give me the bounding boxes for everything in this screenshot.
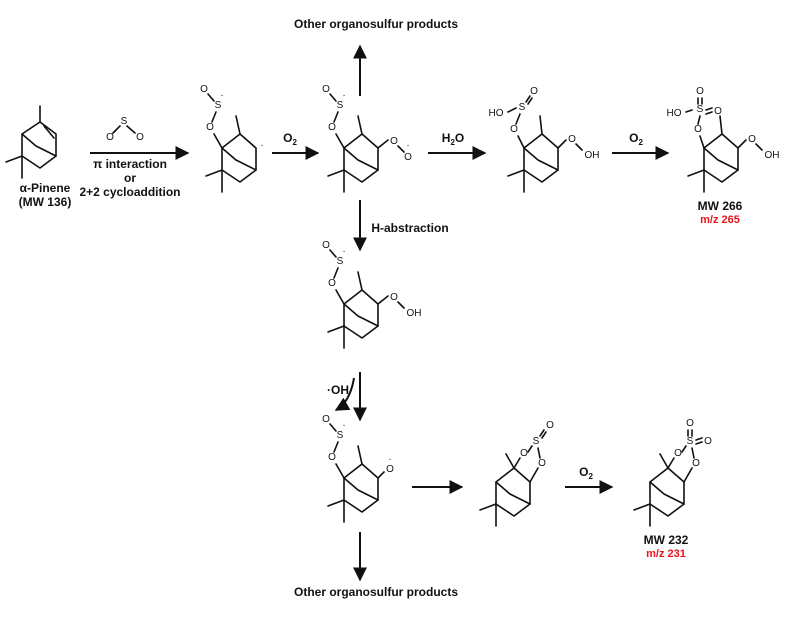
svg-text:O: O	[530, 86, 538, 97]
mw232-label: MW 232	[644, 533, 689, 547]
svg-text:·: ·	[342, 420, 345, 431]
svg-text:O: O	[206, 122, 214, 133]
svg-text:O: O	[322, 414, 330, 425]
svg-text:O: O	[696, 86, 704, 97]
svg-text:O: O	[546, 420, 554, 431]
svg-text:O: O	[748, 134, 756, 145]
product-mw232-structure: O S O O O	[633, 418, 712, 527]
svg-text:O: O	[328, 122, 336, 133]
product-mw266-structure: O S O O HO O OH	[667, 86, 780, 193]
svg-text:O: O	[390, 292, 398, 303]
svg-text:O: O	[322, 84, 330, 95]
svg-text:O: O	[328, 278, 336, 289]
svg-text:·: ·	[406, 140, 409, 151]
svg-text:HO: HO	[667, 108, 682, 119]
svg-text:O: O	[322, 240, 330, 251]
step1-label-3: 2+2 cycloaddition	[79, 185, 180, 199]
intermediate-1-structure: O S · O ·	[200, 84, 264, 193]
svg-text:O: O	[674, 448, 682, 459]
svg-text:·: ·	[388, 454, 391, 465]
svg-text:O: O	[520, 448, 528, 459]
o2-label-2: O2	[629, 131, 643, 147]
mw266-label: MW 266	[698, 199, 743, 213]
svg-text:S: S	[121, 116, 128, 127]
svg-text:S: S	[337, 100, 344, 111]
pinene-mw: (MW 136)	[19, 195, 72, 209]
svg-text:O: O	[694, 124, 702, 135]
svg-text:O: O	[404, 152, 412, 163]
o2-label-1: O2	[283, 131, 297, 147]
so2-molecule: O S O	[106, 116, 144, 143]
intermediate-2-peroxy-structure: O S · O O O ·	[322, 84, 412, 193]
mz265-label: m/z 265	[700, 214, 740, 226]
svg-text:S: S	[687, 436, 694, 447]
pinene-name: α-Pinene	[20, 181, 71, 195]
svg-text:S: S	[533, 436, 540, 447]
intermediate-5-alkoxy-structure: O S · O O ·	[322, 414, 394, 523]
svg-text:S: S	[337, 430, 344, 441]
svg-text:O: O	[386, 464, 394, 475]
svg-text:O: O	[136, 132, 144, 143]
svg-text:O: O	[692, 458, 700, 469]
svg-text:S: S	[697, 104, 704, 115]
svg-text:O: O	[200, 84, 208, 95]
svg-text:OH: OH	[407, 308, 422, 319]
svg-text:S: S	[215, 100, 222, 111]
svg-text:S: S	[337, 256, 344, 267]
svg-text:·: ·	[342, 90, 345, 101]
o2-label-3: O2	[579, 465, 593, 481]
svg-text:O: O	[568, 134, 576, 145]
svg-text:O: O	[686, 418, 694, 429]
svg-text:O: O	[510, 124, 518, 135]
svg-text:OH: OH	[585, 150, 600, 161]
cyclic-sulfite-structure: O S O O	[479, 420, 554, 527]
other-products-top: Other organosulfur products	[294, 17, 458, 31]
intermediate-3-structure: O S O HO O OH	[489, 86, 600, 193]
step1-label-1: π interaction	[93, 157, 167, 171]
svg-text:O: O	[704, 436, 712, 447]
intermediate-4-hydroperoxide-structure: O S · O O OH	[322, 240, 422, 349]
svg-text:·: ·	[260, 140, 263, 151]
oh-radical-label: ·OH	[327, 383, 349, 397]
svg-text:O: O	[538, 458, 546, 469]
svg-text:S: S	[519, 102, 526, 113]
svg-text:OH: OH	[765, 150, 780, 161]
svg-text:HO: HO	[489, 108, 504, 119]
alpha-pinene-structure	[5, 105, 57, 179]
h-abstraction-label: H-abstraction	[371, 221, 448, 235]
mz231-label: m/z 231	[646, 548, 686, 560]
svg-text:O: O	[328, 452, 336, 463]
curved-arrow-oh	[334, 377, 355, 411]
svg-text:O: O	[106, 132, 114, 143]
svg-text:O: O	[714, 106, 722, 117]
svg-text:·: ·	[342, 246, 345, 257]
svg-text:·: ·	[220, 90, 223, 101]
step1-label-2: or	[124, 171, 136, 185]
h2o-label: H2O	[442, 131, 464, 147]
svg-text:O: O	[390, 136, 398, 147]
other-products-bottom: Other organosulfur products	[294, 585, 458, 599]
